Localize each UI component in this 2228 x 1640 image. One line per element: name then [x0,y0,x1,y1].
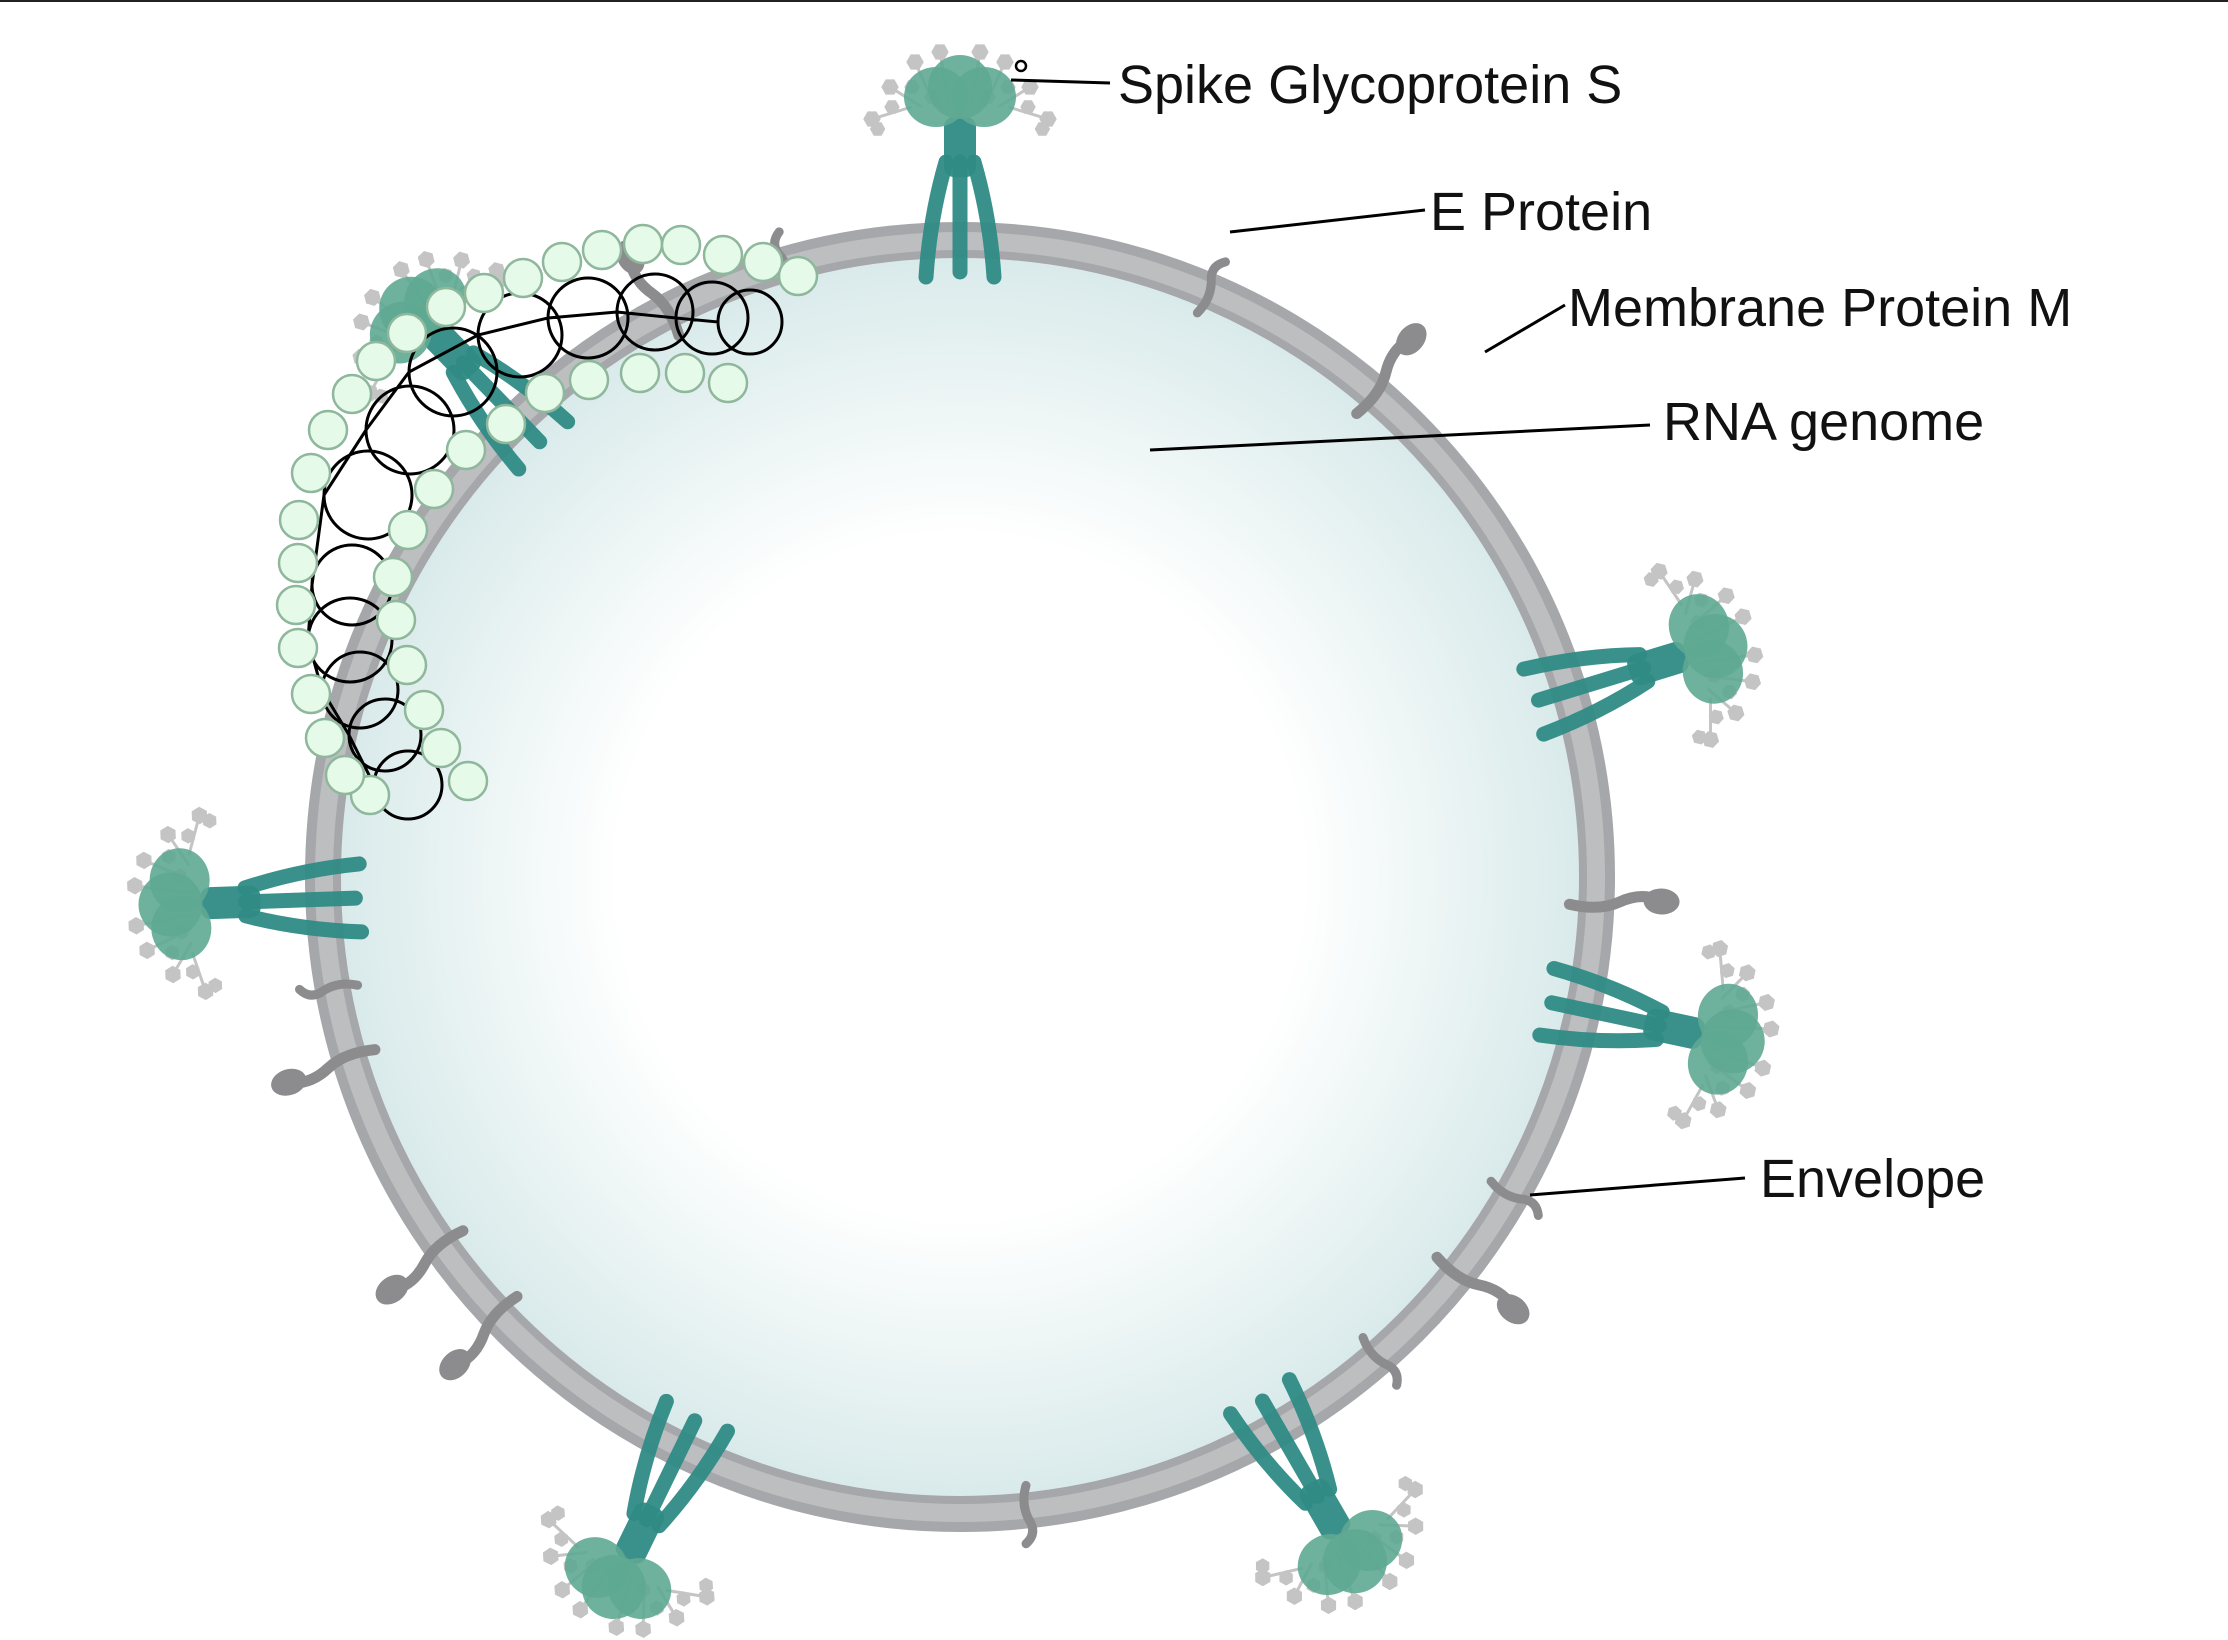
envelope [305,222,1615,1532]
nucleocapsid-bead-icon [275,584,317,626]
nucleocapsid-bead-icon [707,362,749,404]
e-protein-icon [1192,257,1231,318]
spike-glycoprotein-icon [1516,562,1764,748]
e-protein-leader-line [1229,208,1426,234]
nucleocapsid-bead-icon [355,340,397,382]
membrane-protein-icon [375,1225,469,1305]
nucleocapsid-bead-icon [742,241,784,283]
nucleocapsid-bead-icon [331,373,373,415]
nucleocapsid-bead-icon [420,727,462,769]
nucleocapsid-bead-icon [568,359,610,401]
nucleocapsid-bead-icon [403,689,445,731]
virus-interior [333,250,1587,1504]
nucleocapsid-bead-icon [386,644,428,686]
nucleocapsid-bead-icon [485,403,527,445]
spike-glycoprotein-icon [863,44,1057,285]
nucleocapsid-bead-icon [619,352,661,394]
membrane-protein-icon [1431,1251,1530,1325]
nucleocapsid-bead-icon [277,542,319,584]
nucleocapsid-bead-icon [413,468,455,510]
rna-strand [306,272,784,821]
spike-leader-line [1010,78,1111,85]
nucleocapsid-bead-icon [386,312,428,354]
nucleocapsid-bead-icon [502,257,544,299]
nucleocapsid-bead-icon [541,241,583,283]
membrane-protein-icon [439,1290,523,1381]
nucleocapsid-bead-icon [304,717,346,759]
leader-lines [1010,59,1746,1197]
nucleocapsid-bead-icon [387,509,429,551]
membrane-protein-icon [271,1044,381,1096]
nucleocapsid-bead-icon [702,234,744,276]
label-spike-glycoprotein: Spike Glycoprotein S [1118,55,1622,115]
rna-leader-line [1149,423,1651,452]
nucleocapsid-bead-icon [447,760,489,802]
label-e-protein: E Protein [1430,182,1652,242]
e-protein-icon [1486,1176,1543,1220]
e-protein-icon [1358,1333,1402,1390]
nucleocapsid-bead-icon [664,352,706,394]
envelope-leader-line [1529,1176,1746,1197]
e-protein-group [294,227,1543,1549]
nucleocapsid-bead-icon [622,223,664,265]
nucleocapsid-bead-icon [581,229,623,271]
label-rna-genome: RNA genome [1663,392,1984,452]
nucleocapsid-bead-icon [463,272,505,314]
nucleocapsid-bead-icon [307,409,349,451]
spike-glycoprotein-icon [540,1393,735,1638]
nucleocapsid-bead-icon [777,255,819,297]
e-protein-icon [1019,1480,1038,1549]
nucleocapsid-bead-icon [660,224,702,266]
nucleocapsid [275,223,819,816]
membrane-protein-group [271,240,1680,1381]
e-protein-icon [294,979,363,1000]
membrane-protein-icon [1351,323,1427,420]
label-membrane-protein: Membrane Protein M [1568,278,2072,338]
spike-glycoprotein-icon [1223,1372,1424,1615]
spike-leader-dot [1014,59,1028,73]
nucleocapsid-bead-icon [290,452,332,494]
nucleocapsid-bead-icon [445,429,487,471]
nucleocapsid-bead-icon [324,754,366,796]
nucleocapsid-bead-icon [278,499,320,541]
nucleocapsid-bead-icon [425,286,467,328]
spike-glycoprotein-icon [1532,940,1780,1130]
membrane-leader-line [1484,303,1566,354]
nucleocapsid-bead-icon [524,372,566,414]
spike-glycoprotein-icon [127,806,370,1001]
rna-genome [306,272,784,821]
nucleocapsid-bead-icon [290,673,332,715]
nucleocapsid-bead-icon [375,599,417,641]
label-envelope: Envelope [1760,1149,1985,1209]
nucleocapsid-bead-icon [277,627,319,669]
membrane-protein-icon [1563,888,1680,915]
nucleocapsid-bead-icon [372,556,414,598]
